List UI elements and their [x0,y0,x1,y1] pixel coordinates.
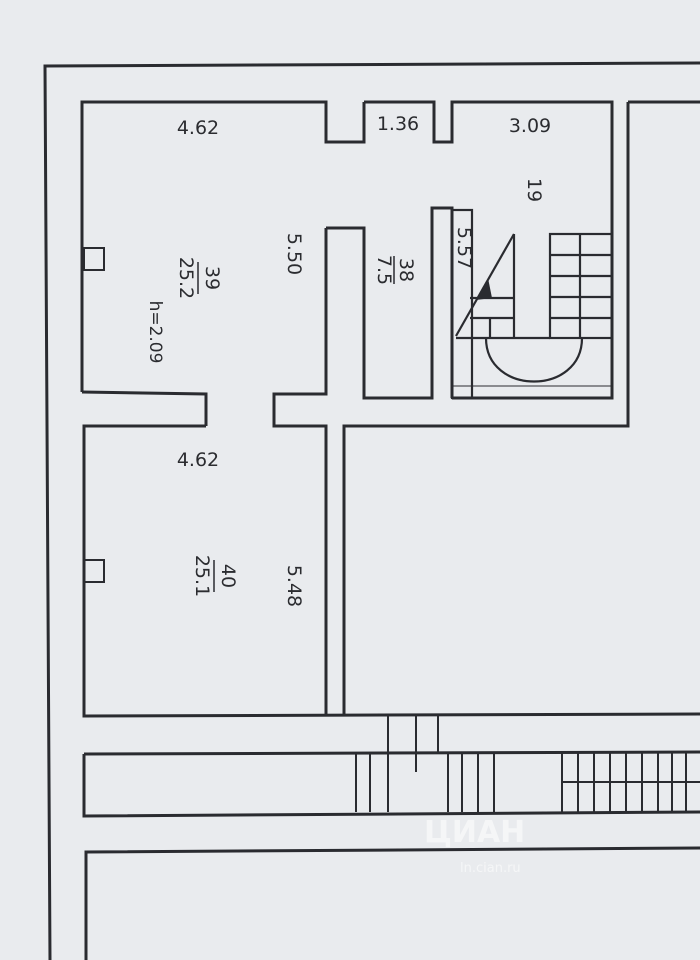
outer-wall [43,61,700,960]
room-39-width-label: 4.62 [177,117,219,139]
room-38-width-label: 1.36 [377,113,419,135]
radiator-icon [83,247,105,271]
room-39-length-label: 5.50 [283,233,305,275]
room-38-fraction: 38 7.5 [373,255,417,285]
room-40-area: 25.1 [191,555,213,597]
room-38-walls [326,100,614,400]
stairs-arrow-icon [476,278,492,300]
window-marks [355,716,700,812]
radiator-icon [83,559,105,583]
stairs-icon [450,208,614,400]
watermark-brand: ЦИАН [424,815,525,850]
room-19-length-label: 5.57 [453,227,475,269]
right-wall [342,100,700,714]
room-39-number: 39 [201,266,223,290]
watermark: ЦИАН ln.cian.ru [424,815,525,876]
room-40-fraction: 40 25.1 [191,555,239,597]
room-40-length-label: 5.48 [283,565,305,607]
corridor [82,750,700,818]
room-19-width-label: 3.09 [509,115,551,137]
room-39-height-label: h=2.09 [145,301,165,364]
bottom-room [84,846,700,960]
room-39-area: 25.2 [175,257,197,299]
room-38-area: 7.5 [373,255,395,285]
room-19-number: 19 [523,178,545,202]
room-38-number: 38 [395,258,417,282]
watermark-domain: ln.cian.ru [460,861,521,876]
room-40-number: 40 [217,564,239,588]
room-40-width-label: 4.62 [177,449,219,471]
room-39-fraction: 39 25.2 [175,257,223,299]
room-39-walls [80,100,366,714]
